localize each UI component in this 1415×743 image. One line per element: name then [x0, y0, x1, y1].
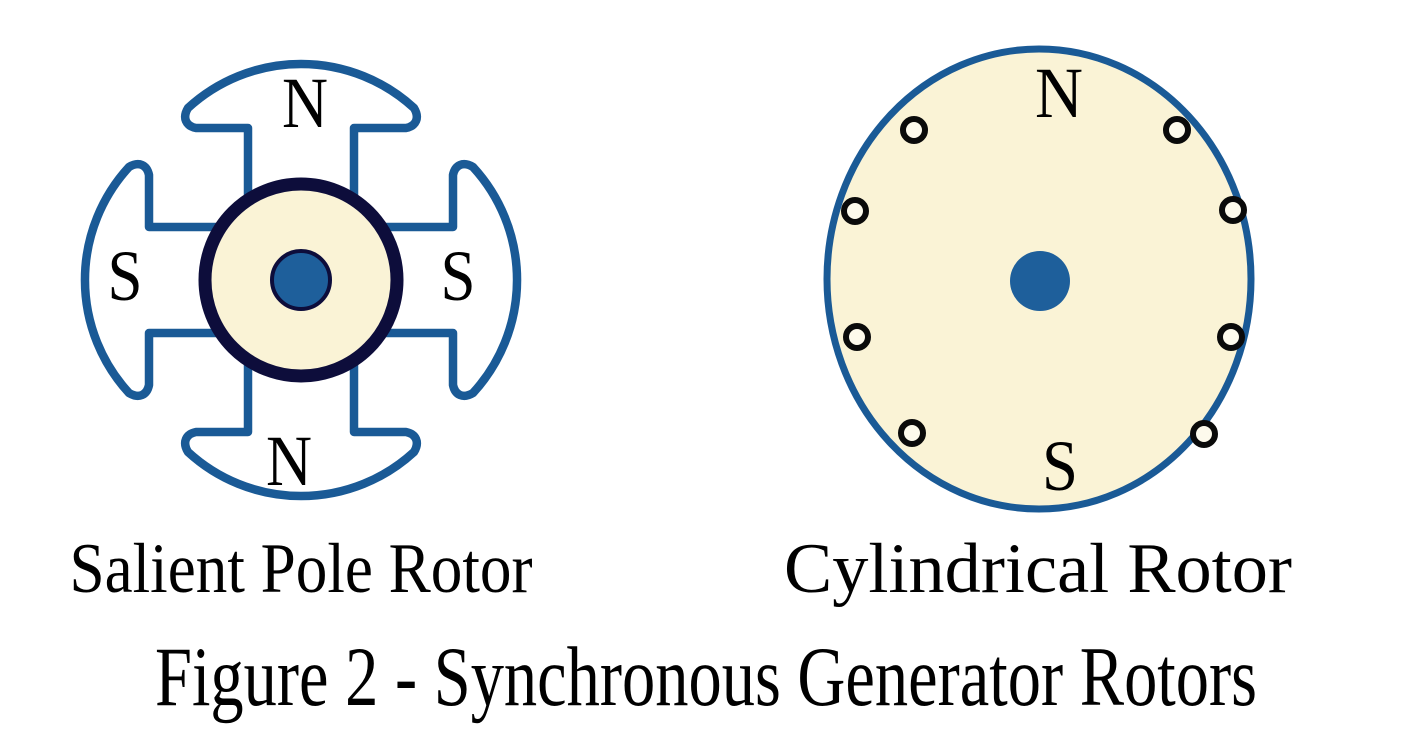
rotor-shaft [1010, 251, 1070, 311]
field-winding-slot [841, 197, 869, 225]
pole-label-south-left: S [108, 236, 143, 316]
pole-label-north-top: N [282, 63, 328, 143]
rotor-shaft [270, 249, 332, 311]
field-winding-slot [1190, 420, 1218, 448]
cylindrical-rotor-label: Cylindrical Rotor [784, 530, 1292, 608]
salient-rotor-label: Salient Pole Rotor [70, 530, 533, 608]
pole-label-north: N [1035, 53, 1083, 133]
cylindrical-rotor: N S [823, 45, 1255, 513]
field-winding-slot [843, 323, 871, 351]
salient-pole-rotor: N S S N [85, 63, 517, 501]
field-winding-slot [1217, 323, 1245, 351]
field-winding-slot [898, 419, 926, 447]
figure-caption: Figure 2 - Synchronous Generator Rotors [155, 630, 1257, 724]
pole-label-north-bottom: N [266, 421, 312, 501]
pole-label-south-right: S [441, 236, 476, 316]
field-winding-slot [900, 116, 928, 144]
field-winding-slot [1219, 196, 1247, 224]
field-winding-slot [1163, 116, 1191, 144]
pole-label-south: S [1042, 426, 1078, 506]
